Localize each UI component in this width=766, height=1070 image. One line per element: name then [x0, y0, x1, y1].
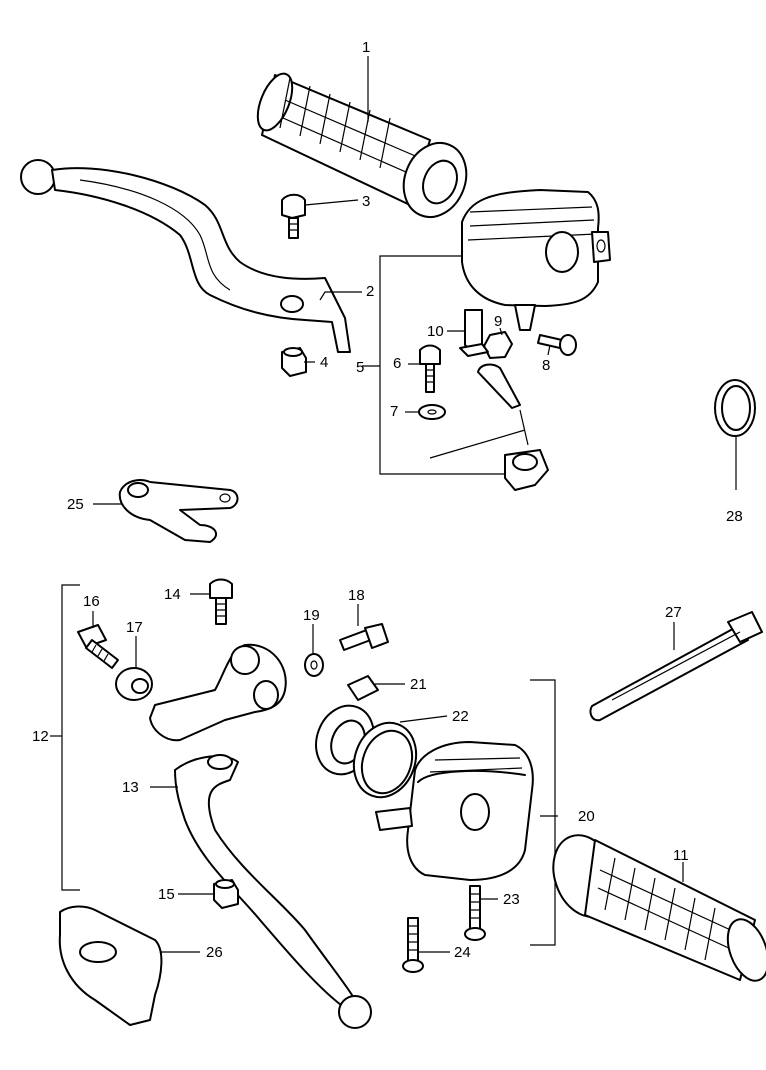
- washer-19: [304, 653, 324, 677]
- washer-7: [418, 404, 446, 420]
- callout-6: 6: [393, 355, 401, 372]
- grip-left-11: [552, 834, 766, 982]
- screw-24: [402, 917, 424, 973]
- lever-holder: [149, 643, 287, 742]
- callout-5: 5: [356, 359, 364, 376]
- cover-26: [58, 905, 163, 1026]
- nut-9: [483, 331, 513, 359]
- callout-1: 1: [362, 39, 370, 56]
- callout-24: 24: [454, 944, 471, 961]
- switch-housing-20: [375, 741, 534, 881]
- clip-25: [118, 479, 239, 543]
- callout-15: 15: [158, 886, 175, 903]
- group-bracket-5: [379, 255, 505, 475]
- callout-10: 10: [427, 323, 444, 340]
- callout-23: 23: [503, 891, 520, 908]
- callout-11: 11: [673, 847, 689, 864]
- callout-17: 17: [126, 619, 143, 636]
- screw-23: [464, 885, 486, 941]
- callout-26: 26: [206, 944, 223, 961]
- oring-28: [714, 379, 756, 437]
- callout-4: 4: [320, 354, 328, 371]
- callout-18: 18: [348, 587, 365, 604]
- group-bracket-12: [61, 584, 80, 891]
- adjuster-16: [77, 624, 119, 669]
- grip-right: [256, 72, 468, 218]
- callout-20: 20: [578, 808, 595, 825]
- callout-14: 14: [164, 586, 181, 603]
- lever-lower-13: [174, 754, 372, 1029]
- callout-28: 28: [726, 508, 743, 525]
- callout-22: 22: [452, 708, 469, 725]
- group-bracket-20: [530, 679, 556, 946]
- callout-8: 8: [542, 357, 550, 374]
- callout-2: 2: [366, 283, 374, 300]
- nut-15: [213, 879, 239, 909]
- clip-21: [347, 675, 379, 701]
- callout-7: 7: [390, 403, 398, 420]
- lever-top: [20, 159, 351, 353]
- housing-5: [461, 189, 611, 331]
- callout-3: 3: [362, 193, 370, 210]
- callout-27: 27: [665, 604, 682, 621]
- leader-lines: [50, 56, 737, 953]
- ring-22: [315, 704, 418, 799]
- callout-19: 19: [303, 607, 320, 624]
- bolt-3: [281, 193, 306, 239]
- bolt-6: [419, 344, 441, 393]
- bolt-14: [209, 578, 233, 625]
- bolt-10: [459, 309, 489, 357]
- callout-9: 9: [494, 313, 502, 330]
- screw-8: [537, 334, 577, 356]
- callout-13: 13: [122, 779, 139, 796]
- screw-18: [339, 623, 389, 651]
- locknut-17: [115, 667, 153, 701]
- callout-21: 21: [410, 676, 427, 693]
- switch-lever-5: [429, 363, 549, 491]
- callouts: 1 2 3 4 5 6 7 8 9 10 11 12 13 14 15 16 1…: [32, 39, 743, 961]
- nut-4: [281, 347, 307, 377]
- cable-tie-27: [589, 611, 763, 722]
- callout-25: 25: [67, 496, 84, 513]
- callout-12: 12: [32, 728, 49, 745]
- callout-16: 16: [83, 593, 100, 610]
